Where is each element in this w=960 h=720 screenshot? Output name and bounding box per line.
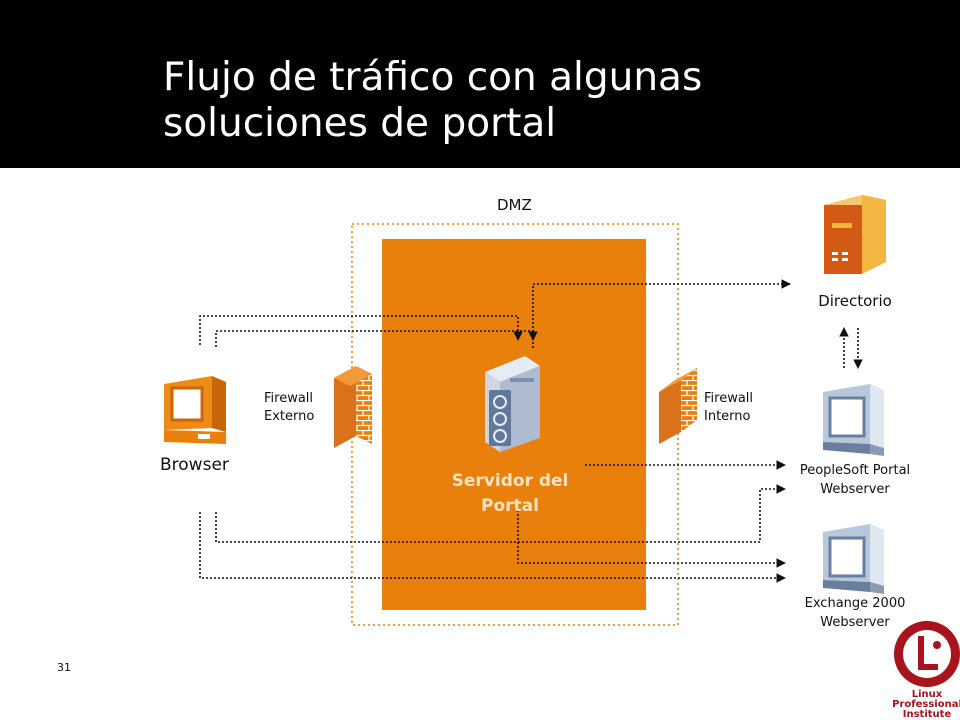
directorio-label: Directorio <box>818 292 892 310</box>
arrow-browser-to-server-1 <box>199 315 523 345</box>
peoplesoft-label-2: Webserver <box>820 482 890 497</box>
peoplesoft-label-1: PeopleSoft Portal <box>799 463 911 478</box>
portal-server-label-1: Servidor del <box>451 471 569 491</box>
firewall-internal-label-2: Interno <box>704 409 751 424</box>
slide-title-line-2: soluciones de portal <box>163 101 557 146</box>
traffic-arrows <box>199 279 863 583</box>
firewall-internal-icon <box>659 368 697 444</box>
directorio-server-icon <box>824 195 886 274</box>
page-number: 31 <box>57 661 71 674</box>
exchange-label-2: Webserver <box>820 615 890 630</box>
lpi-logo-text-3: Institute <box>902 709 952 720</box>
portal-server-icon <box>485 356 540 452</box>
peoplesoft-computer-icon <box>823 384 884 456</box>
lpi-logo-mark <box>894 621 960 687</box>
dmz-label: DMZ <box>497 196 532 214</box>
lpi-logo-text-1: Linux <box>911 689 943 700</box>
portal-server-label-2: Portal <box>481 496 539 516</box>
lpi-logo-text-2: Professional <box>892 699 960 710</box>
exchange-computer-icon <box>823 524 884 594</box>
exchange-label-1: Exchange 2000 <box>804 596 906 611</box>
arrow-server-to-directorio <box>532 279 791 348</box>
firewall-external-icon <box>334 366 372 448</box>
firewall-external-label-2: Externo <box>264 409 315 424</box>
arrow-browser-to-exchange <box>199 512 786 583</box>
firewall-internal-label-1: Firewall <box>704 391 754 406</box>
browser-label: Browser <box>160 455 229 475</box>
browser-computer-icon <box>164 376 226 444</box>
arrow-browser-to-peoplesoft <box>215 484 786 543</box>
arrow-server-to-exchange <box>517 510 786 568</box>
slide-title-line-1: Flujo de tráfico con algunas <box>163 55 703 100</box>
title-bar: Flujo de tráfico con algunas soluciones … <box>0 0 960 168</box>
firewall-external-label-1: Firewall <box>264 391 314 406</box>
